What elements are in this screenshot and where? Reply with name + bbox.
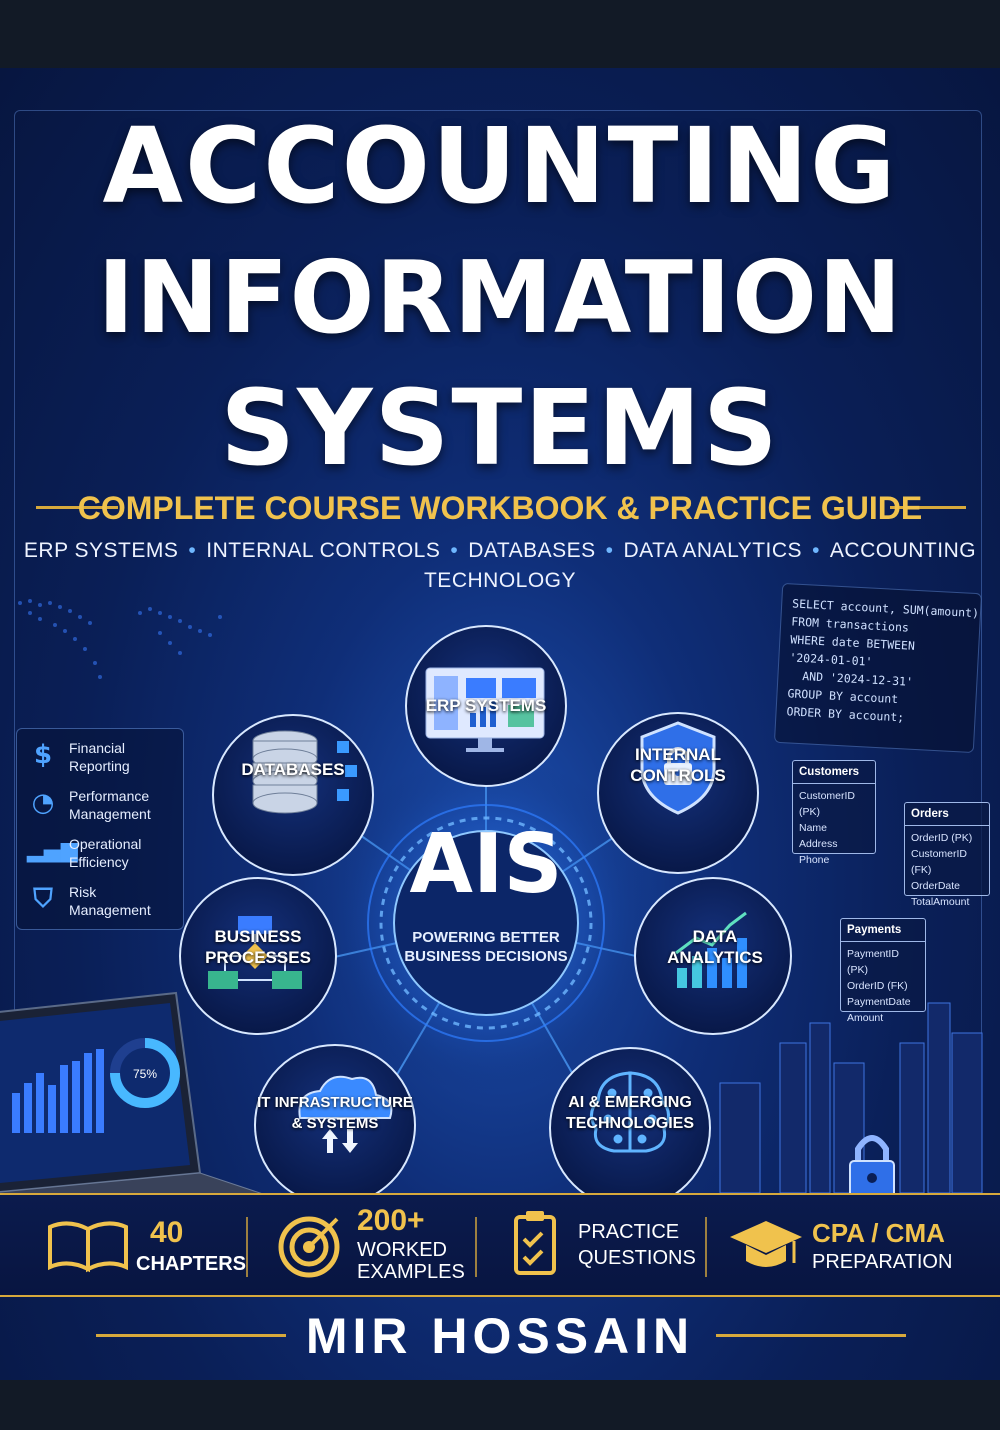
top-strip xyxy=(0,0,1000,68)
bar-chart-icon: ▂▄▆ xyxy=(27,838,78,863)
node-label-erp: ERP SYSTEMS xyxy=(425,696,547,715)
bottom-strip xyxy=(0,1380,1000,1430)
title-line-1: ACCOUNTING xyxy=(102,105,898,227)
book-cover: ACCOUNTING INFORMATION SYSTEMS COMPLETE … xyxy=(0,68,1000,1380)
node-label-databases: DATABASES xyxy=(241,760,345,779)
analytics-bars-icon xyxy=(675,911,747,988)
cloud-icon xyxy=(298,1075,393,1153)
graduation-cap-icon xyxy=(730,1221,802,1267)
table-payments: Payments PaymentID (PK) OrderID (FK) Pay… xyxy=(840,918,926,1024)
padlock-icon xyxy=(849,1135,895,1193)
open-book-icon xyxy=(48,1221,128,1273)
author-line-right xyxy=(716,1334,906,1337)
topic-databases: DATABASES xyxy=(468,539,596,562)
stat-cpa: CPA / CMA PREPARATION xyxy=(728,1195,978,1295)
city-skyline xyxy=(719,1002,983,1193)
brain-circuit-icon xyxy=(590,1071,670,1153)
table-orders: Orders OrderID (PK) CustomerID (FK) Orde… xyxy=(904,802,990,908)
database-icon xyxy=(252,730,357,814)
dollar-icon: $ xyxy=(33,740,53,770)
node-it-infrastructure xyxy=(254,1044,416,1193)
author-name: MIR HOSSAIN xyxy=(305,1308,695,1364)
ais-acronym: AIS xyxy=(409,817,563,912)
shield-check-icon: ⛉ xyxy=(33,884,53,914)
ais-tagline: POWERING BETTER BUSINESS DECISIONS xyxy=(404,929,568,965)
stats-bar: 40 CHAPTERS 200+ WORKED EXAMPLES PRACTIC xyxy=(0,1193,1000,1297)
topic-data-analytics: DATA ANALYTICS xyxy=(623,539,803,562)
stat-separator xyxy=(475,1217,477,1277)
node-label-ai: AI & EMERGING TECHNOLOGIES xyxy=(565,1094,694,1132)
stat-practice: PRACTICE QUESTIONS xyxy=(510,1195,700,1295)
topics-row: ERP SYSTEMS•INTERNAL CONTROLS•DATABASES•… xyxy=(23,539,977,592)
author-line-left xyxy=(96,1334,286,1337)
node-label-data-analytics: DATA ANALYTICS xyxy=(667,927,763,967)
node-label-internal-controls: INTERNAL CONTROLS xyxy=(630,745,726,785)
topic-accounting-technology: ACCOUNTING TECHNOLOGY xyxy=(423,539,977,592)
node-label-it-infrastructure: IT INFRASTRUCTURE & SYSTEMS xyxy=(257,1094,413,1132)
subtitle-row: COMPLETE COURSE WORKBOOK & PRACTICE GUID… xyxy=(0,488,1000,528)
pie-chart-icon: ◔ xyxy=(31,788,55,818)
monitor-icon xyxy=(425,667,545,752)
flowchart-icon xyxy=(208,916,302,989)
target-icon xyxy=(278,1216,340,1278)
node-label-business-processes: BUSINESS PROCESSES xyxy=(205,927,311,967)
title-line-3: SYSTEMS xyxy=(220,367,780,489)
stat-separator xyxy=(246,1217,248,1277)
ais-network-diagram: 75% xyxy=(0,599,983,1193)
gold-line-right xyxy=(890,506,966,509)
laptop-illustration: 75% xyxy=(0,991,262,1193)
topic-internal-controls: INTERNAL CONTROLS xyxy=(206,539,441,562)
author-row: MIR HOSSAIN xyxy=(0,1300,1000,1370)
sql-code-panel: SELECT account, SUM(amount) FROM transac… xyxy=(773,582,983,754)
stat-examples: 200+ WORKED EXAMPLES xyxy=(275,1195,475,1295)
gold-line-left xyxy=(36,506,118,509)
subtitle: COMPLETE COURSE WORKBOOK & PRACTICE GUID… xyxy=(77,490,923,526)
title-line-2: INFORMATION xyxy=(97,239,903,356)
shield-lock-icon xyxy=(640,721,716,815)
laptop-gauge-label: 75% xyxy=(133,1067,157,1081)
stat-chapters: 40 CHAPTERS xyxy=(40,1195,246,1295)
stat-separator xyxy=(705,1217,707,1277)
topic-erp: ERP SYSTEMS xyxy=(23,539,179,562)
world-map-dots xyxy=(18,599,222,679)
clipboard-check-icon xyxy=(514,1211,556,1275)
table-customers: Customers CustomerID (PK) Name Address P… xyxy=(792,760,876,866)
